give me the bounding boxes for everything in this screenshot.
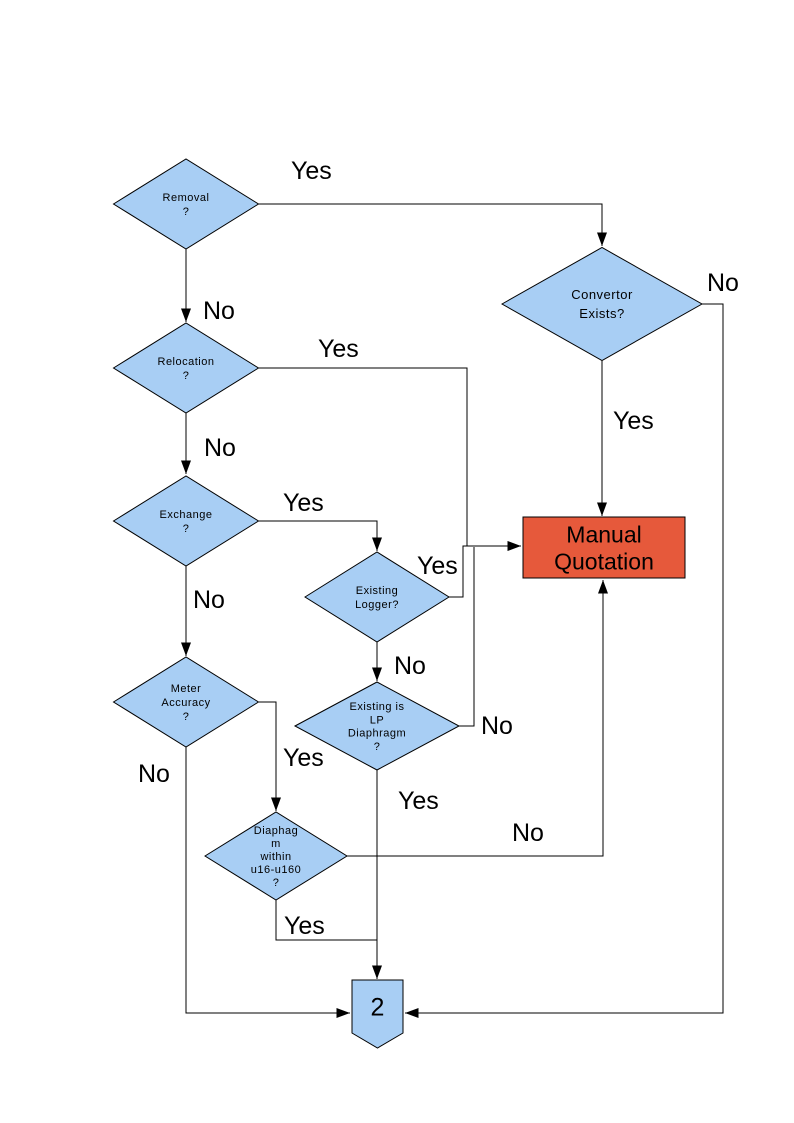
node-page-2-connector: 2 [351, 979, 404, 1049]
edge-relocation-no: No [181, 413, 236, 474]
node-label-existing-lp-diaphragm: LP [370, 714, 384, 726]
edge-lp-diaphragm-no: No [459, 547, 513, 740]
node-label-diaphragm-within-range: Diaphag [254, 825, 298, 837]
edge-label-existing-logger-no: No [394, 652, 426, 680]
edge-removal-yes: Yes [258, 157, 607, 246]
edge-label-existing-logger-yes: Yes [417, 552, 458, 580]
edge-label-meter-accuracy-yes: Yes [283, 744, 324, 772]
node-label-existing-lp-diaphragm: Diaphragm [348, 728, 406, 740]
node-label-meter-accuracy: Meter [171, 683, 202, 695]
node-label-convertor-exists: Convertor [571, 287, 633, 302]
node-label-page-2-connector: 2 [371, 994, 385, 1022]
node-label-relocation: ? [183, 370, 190, 382]
edge-exchange-no: No [181, 566, 225, 656]
node-label-diaphragm-within-range: m [271, 838, 281, 850]
node-label-relocation: Relocation [158, 356, 215, 368]
edge-label-meter-accuracy-no: No [138, 760, 170, 788]
edge-removal-no: No [181, 249, 235, 325]
edge-label-diaphragm-range-yes: Yes [284, 912, 325, 940]
node-label-diaphragm-within-range: ? [273, 877, 280, 889]
node-exchange: Exchange? [112, 475, 260, 567]
node-label-existing-lp-diaphragm: Existing is [349, 701, 404, 713]
edge-meter-accuracy-yes: Yes [259, 701, 324, 811]
edge-label-removal-yes: Yes [291, 157, 332, 185]
node-label-existing-logger: Logger? [355, 599, 399, 611]
node-label-exchange: ? [183, 523, 190, 535]
edge-convertor-exists-no: No [405, 269, 739, 1018]
edge-label-removal-no: No [203, 297, 235, 325]
edge-meter-accuracy-no: No [138, 747, 350, 1018]
edge-existing-logger-yes: Yes [417, 545, 521, 598]
edge-label-convertor-exists-no: No [707, 269, 739, 297]
node-label-existing-logger: Existing [356, 585, 399, 597]
node-label-meter-accuracy: ? [183, 711, 190, 723]
node-label-existing-lp-diaphragm: ? [374, 741, 381, 753]
edge-lp-diaphragm-yes: Yes [372, 770, 439, 979]
edge-convertor-exists-yes: Yes [597, 361, 654, 516]
node-removal: Removal? [112, 158, 260, 250]
node-label-removal: ? [183, 206, 190, 218]
node-label-meter-accuracy: Accuracy [161, 697, 210, 709]
edge-diaphragm-range-no: No [347, 580, 608, 857]
node-label-manual-quotation: Manual [566, 521, 641, 547]
node-label-removal: Removal [163, 192, 210, 204]
edge-label-lp-diaphragm-no: No [481, 712, 513, 740]
node-label-exchange: Exchange [160, 509, 213, 521]
edge-exchange-yes: Yes [258, 489, 382, 551]
node-relocation: Relocation? [112, 322, 260, 414]
edge-label-diaphragm-range-no: No [512, 819, 544, 847]
edge-label-convertor-exists-yes: Yes [613, 407, 654, 435]
node-label-diaphragm-within-range: u16-u160 [251, 864, 302, 876]
edge-label-relocation-no: No [204, 434, 236, 462]
node-label-diaphragm-within-range: within [259, 851, 291, 863]
node-label-convertor-exists: Exists? [579, 306, 624, 321]
edge-label-lp-diaphragm-yes: Yes [398, 787, 439, 815]
edge-label-exchange-yes: Yes [283, 489, 324, 517]
edge-existing-logger-no: No [372, 642, 426, 681]
node-label-manual-quotation: Quotation [554, 548, 654, 574]
edge-label-relocation-yes: Yes [318, 335, 359, 363]
edge-diaphragm-range-yes: Yes [275, 900, 377, 941]
edge-label-exchange-no: No [193, 586, 225, 614]
